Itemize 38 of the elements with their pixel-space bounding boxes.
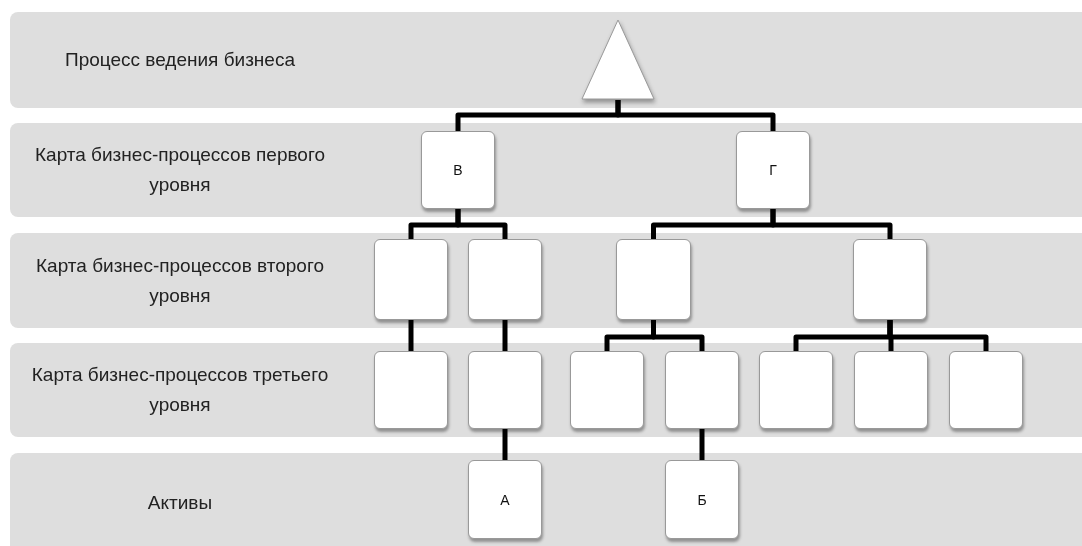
process-box <box>468 351 542 429</box>
process-box <box>854 351 928 429</box>
box-label: Г <box>769 162 777 178</box>
process-box <box>759 351 833 429</box>
process-box <box>468 460 542 539</box>
process-box <box>665 460 739 539</box>
process-box <box>421 131 495 209</box>
band-label: Процесс ведения бизнеса <box>64 47 296 72</box>
level-band <box>10 453 1082 546</box>
process-box <box>374 239 448 320</box>
level-band <box>10 233 1082 328</box>
connector-line <box>502 429 508 460</box>
process-box <box>468 239 542 320</box>
box-label: В <box>453 162 463 178</box>
connector-line <box>770 209 893 239</box>
process-box <box>949 351 1023 429</box>
band-label: Активы <box>146 490 214 515</box>
box-label: А <box>500 491 510 508</box>
connector-line <box>615 100 776 131</box>
band-label: Карта бизнес-процессов первого уровня <box>34 142 326 197</box>
process-box <box>616 239 691 320</box>
connector-line <box>699 429 705 460</box>
process-box <box>853 239 927 320</box>
level-band <box>10 343 1082 437</box>
band-label: Карта бизнес-процессов второго уровня <box>35 253 325 308</box>
connector-line <box>455 209 508 239</box>
process-box <box>736 131 810 209</box>
connector-line <box>408 320 414 351</box>
process-box <box>665 351 739 429</box>
level-band <box>10 12 1082 108</box>
level-band <box>10 123 1082 217</box>
process-box <box>570 351 644 429</box>
connector-line <box>502 320 508 351</box>
box-label: Б <box>697 491 707 508</box>
connector-line <box>887 320 989 351</box>
triangle-shape <box>581 19 655 100</box>
process-box <box>374 351 448 429</box>
band-label: Карта бизнес-процессов третьего уровня <box>30 362 330 417</box>
